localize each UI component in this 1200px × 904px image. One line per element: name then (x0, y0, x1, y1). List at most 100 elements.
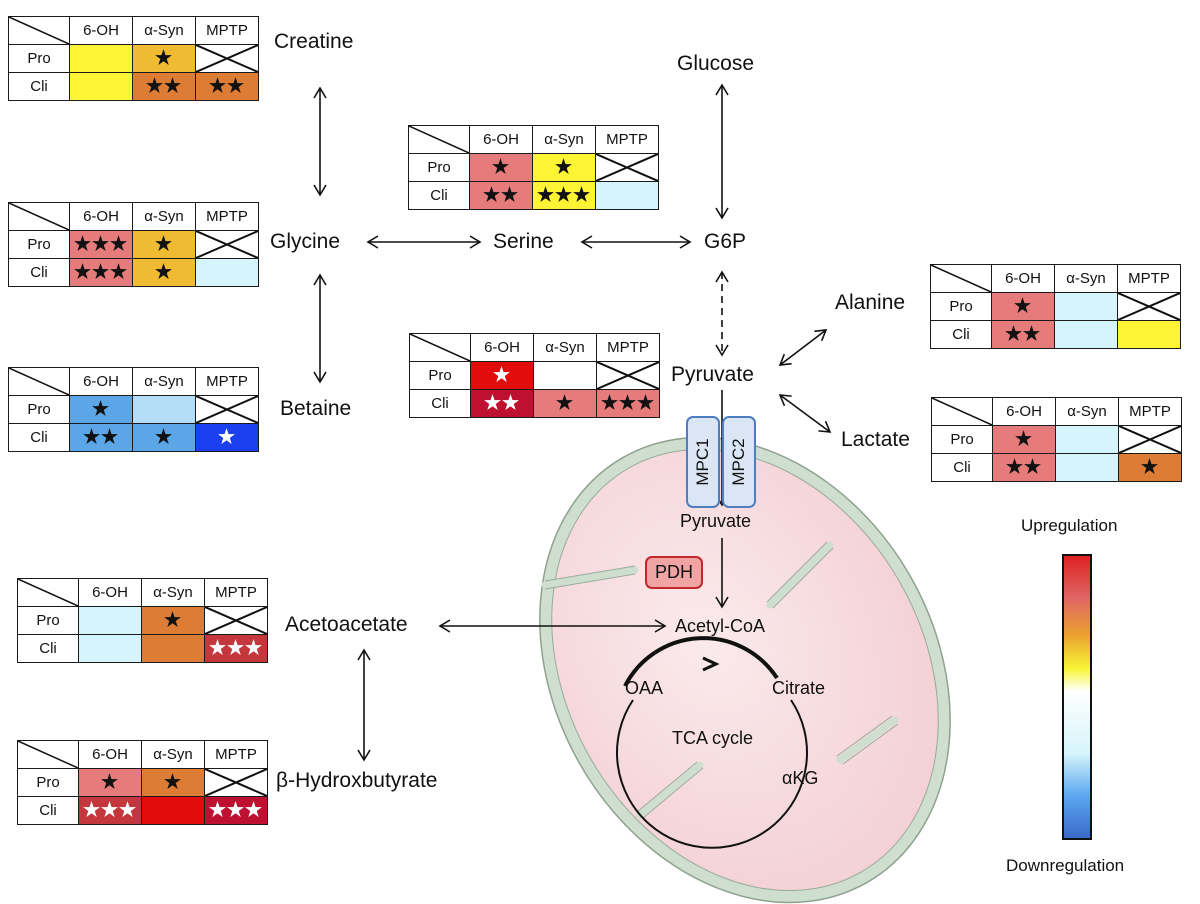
col-header: 6-OH (78, 578, 142, 607)
heatmap-cell: ★ (141, 768, 205, 797)
heatmap-cell (533, 361, 597, 390)
label-acetyl-coa: Acetyl-CoA (675, 616, 766, 636)
row-pro: Pro★★ (17, 768, 268, 797)
col-header: MPTP (1117, 264, 1181, 293)
corner-cell (408, 125, 470, 154)
heatmap-cell (132, 395, 196, 424)
row-pro: Pro★ (931, 425, 1182, 454)
row-cli: Cli★★★★★★ (17, 796, 268, 825)
cell-not-applicable (596, 361, 660, 390)
heatmap-cell: ★ (532, 153, 596, 182)
row-cli: Cli★★★ (931, 453, 1182, 482)
heatmap-cell (69, 72, 133, 101)
row-label: Pro (409, 361, 471, 390)
heatmap-cell: ★★ (469, 181, 533, 210)
heatmap-cell: ★★★ (69, 230, 133, 259)
cell-not-applicable (195, 395, 259, 424)
corner-diagonal (9, 203, 69, 230)
row-label: Pro (930, 292, 992, 321)
label-beta-hydroxybutyrate: β-Hydroxbutyrate (276, 769, 438, 792)
row-label: Pro (8, 230, 70, 259)
heatmap-cell (78, 606, 142, 635)
arrow-pyruvate-lactate (778, 394, 832, 433)
col-header: α-Syn (132, 16, 196, 45)
heatmap-cell: ★ (141, 606, 205, 635)
not-applicable-cross-icon (596, 154, 658, 181)
not-applicable-cross-icon (205, 769, 267, 796)
col-header: MPTP (195, 16, 259, 45)
heatmap-cell: ★★★ (596, 389, 660, 418)
col-header: α-Syn (141, 578, 205, 607)
row-label: Pro (17, 768, 79, 797)
row-label: Cli (930, 320, 992, 349)
heatmap-cell: ★★ (195, 72, 259, 101)
row-pro: Pro★ (8, 395, 259, 424)
legend-downregulation: Downregulation (1006, 856, 1125, 875)
col-header: α-Syn (141, 740, 205, 769)
heatmap-cell: ★★★ (78, 796, 142, 825)
not-applicable-cross-icon (205, 607, 267, 634)
col-header: α-Syn (1055, 397, 1119, 426)
row-label: Pro (8, 44, 70, 73)
col-header: MPTP (596, 333, 660, 362)
arrow-pyruvate-alanine (778, 329, 828, 366)
heatmap-cell: ★ (132, 258, 196, 287)
col-header: MPTP (1118, 397, 1182, 426)
row-cli: Cli ★★★★ (8, 72, 259, 101)
heatmap-cell (78, 634, 142, 663)
label-alanine: Alanine (835, 291, 906, 314)
label-tca-cycle: TCA cycle (672, 728, 754, 748)
legend-gradient-bar (1062, 554, 1092, 840)
corner-diagonal (9, 17, 69, 44)
heatmap-cell: ★★ (992, 453, 1056, 482)
mpc1-label: MPC1 (693, 438, 712, 486)
mpc2-transporter: MPC2 (722, 416, 756, 508)
col-header: α-Syn (1054, 264, 1118, 293)
row-pro: Pro★ (8, 44, 259, 73)
heatmap-cell: ★ (195, 423, 259, 452)
heatmap-cell (1055, 425, 1119, 454)
corner-cell (17, 740, 79, 769)
cristae (541, 541, 899, 819)
row-cli: Cli★★★★ (8, 258, 259, 287)
row-label: Cli (17, 634, 79, 663)
heatmap-cell (141, 796, 205, 825)
heatmap-cell: ★★★ (204, 796, 268, 825)
row-label: Pro (17, 606, 79, 635)
row-label: Pro (8, 395, 70, 424)
heatmap-cell (1054, 320, 1118, 349)
label-creatine: Creatine (274, 30, 354, 53)
col-header: MPTP (204, 578, 268, 607)
cell-not-applicable (204, 768, 268, 797)
label-citrate: Citrate (772, 678, 826, 698)
row-cli: Cli★★ (930, 320, 1181, 349)
heatmap-cell (69, 44, 133, 73)
cell-not-applicable (595, 153, 659, 182)
heatmap-cell: ★★ (69, 423, 133, 452)
row-label: Cli (8, 72, 70, 101)
cell-not-applicable (1118, 425, 1182, 454)
corner-diagonal (409, 126, 469, 153)
label-mito-pyruvate: Pyruvate (680, 511, 752, 531)
heatmap-cell: ★★ (991, 320, 1055, 349)
heatmap-cell: ★★ (132, 72, 196, 101)
corner-diagonal (410, 334, 470, 361)
row-label: Cli (8, 258, 70, 287)
cell-not-applicable (195, 230, 259, 259)
row-label: Pro (931, 425, 993, 454)
row-pro: Pro★ (409, 361, 660, 390)
pdh-enzyme: PDH (645, 556, 704, 589)
not-applicable-cross-icon (196, 396, 258, 423)
heatmap-cell: ★ (533, 389, 597, 418)
heatmap-cell: ★ (132, 230, 196, 259)
